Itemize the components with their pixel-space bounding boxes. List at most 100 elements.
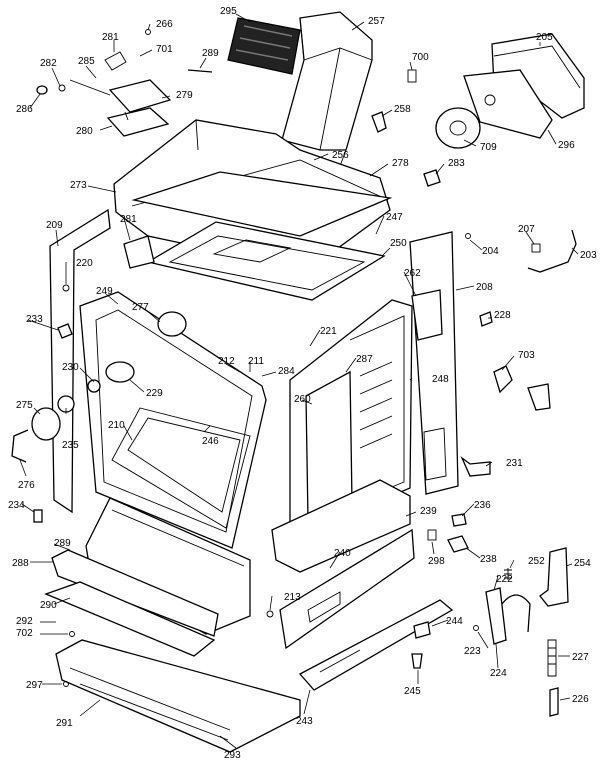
label-279: 279 bbox=[176, 90, 193, 101]
label-283: 283 bbox=[448, 158, 465, 169]
label-273: 273 bbox=[70, 180, 87, 191]
label-228: 228 bbox=[494, 310, 511, 321]
label-231: 231 bbox=[506, 458, 523, 469]
part-703-bracket bbox=[493, 365, 513, 394]
label-290: 290 bbox=[40, 600, 57, 611]
part-279-valve-assembly bbox=[69, 51, 172, 137]
part-bracket-right bbox=[527, 383, 551, 411]
part-228-clip bbox=[479, 311, 493, 327]
part-224-hook bbox=[501, 594, 531, 633]
label-266: 266 bbox=[156, 19, 173, 30]
label-702: 702 bbox=[16, 628, 33, 639]
part-282-screw bbox=[58, 84, 66, 92]
part-252-spring bbox=[504, 568, 512, 580]
part-296-rear-panel bbox=[463, 69, 553, 139]
part-275-lamp-cover bbox=[31, 407, 61, 441]
label-238: 238 bbox=[480, 554, 497, 565]
label-297: 297 bbox=[26, 680, 43, 691]
part-266-screw bbox=[145, 29, 151, 35]
label-257: 257 bbox=[368, 16, 385, 27]
part-233-clip bbox=[57, 323, 73, 339]
label-298: 298 bbox=[428, 556, 445, 567]
label-288: 288 bbox=[12, 558, 29, 569]
part-278-top-panel bbox=[131, 171, 393, 237]
label-291: 291 bbox=[56, 718, 73, 729]
label-244: 244 bbox=[446, 616, 463, 627]
label-203: 203 bbox=[580, 250, 597, 261]
label-286: 286 bbox=[16, 104, 33, 115]
label-246: 246 bbox=[202, 436, 219, 447]
part-709-round-plate bbox=[435, 107, 481, 149]
label-222: 222 bbox=[496, 574, 513, 585]
label-256: 256 bbox=[332, 150, 349, 161]
label-229: 229 bbox=[146, 388, 163, 399]
label-276: 276 bbox=[18, 480, 35, 491]
part-281-heat-shield bbox=[123, 235, 155, 269]
label-296: 296 bbox=[558, 140, 575, 151]
label-207: 207 bbox=[518, 224, 535, 235]
label-224: 224 bbox=[490, 668, 507, 679]
label-247: 247 bbox=[386, 212, 403, 223]
label-289b: 289 bbox=[54, 538, 71, 549]
label-243: 243 bbox=[296, 716, 313, 727]
part-702-screw bbox=[69, 631, 75, 637]
label-295: 295 bbox=[220, 6, 237, 17]
label-292: 292 bbox=[16, 616, 33, 627]
part-203-wire-harness bbox=[527, 229, 577, 273]
label-208: 208 bbox=[476, 282, 493, 293]
part-298-clip bbox=[427, 529, 437, 541]
label-205: 205 bbox=[536, 32, 553, 43]
part-289-rod bbox=[187, 69, 213, 73]
label-709: 709 bbox=[480, 142, 497, 153]
part-254-hinge bbox=[539, 547, 569, 607]
part-297-screw bbox=[63, 681, 69, 687]
label-221: 221 bbox=[320, 326, 337, 337]
label-213: 213 bbox=[284, 592, 301, 603]
part-207-clip bbox=[531, 243, 541, 253]
label-249: 249 bbox=[96, 286, 113, 297]
label-250: 250 bbox=[390, 238, 407, 249]
label-281a: 281 bbox=[102, 32, 119, 43]
label-262: 262 bbox=[404, 268, 421, 279]
label-212: 212 bbox=[218, 356, 235, 367]
part-labels: 266 295 257 205 281 701 289 700 282 285 … bbox=[8, 6, 597, 761]
label-701: 701 bbox=[156, 44, 173, 55]
part-oven-body bbox=[44, 208, 459, 753]
label-204: 204 bbox=[482, 246, 499, 257]
part-227-spring bbox=[547, 639, 557, 677]
part-700-clip bbox=[407, 69, 417, 83]
label-280: 280 bbox=[76, 126, 93, 137]
label-236: 236 bbox=[474, 500, 491, 511]
label-278: 278 bbox=[392, 158, 409, 169]
part-213-screw bbox=[266, 610, 274, 618]
part-295-insulation-pad bbox=[227, 17, 301, 75]
label-220: 220 bbox=[76, 258, 93, 269]
label-209: 209 bbox=[46, 220, 63, 231]
label-287: 287 bbox=[356, 354, 373, 365]
label-700: 700 bbox=[412, 52, 429, 63]
leader-lines bbox=[19, 13, 579, 749]
part-231-bracket bbox=[460, 455, 491, 477]
part-220-screw bbox=[62, 284, 70, 292]
part-258-clip bbox=[371, 111, 387, 133]
label-239: 239 bbox=[420, 506, 437, 517]
label-230: 230 bbox=[62, 362, 79, 373]
part-222-hinge-arm bbox=[485, 587, 507, 645]
label-289: 289 bbox=[202, 48, 219, 59]
part-257-vent-duct bbox=[281, 11, 373, 167]
label-233: 233 bbox=[26, 314, 43, 325]
label-211: 211 bbox=[248, 356, 264, 367]
part-244-clip bbox=[413, 621, 431, 639]
part-234-clip bbox=[33, 509, 43, 523]
label-277: 277 bbox=[132, 302, 149, 313]
label-284: 284 bbox=[278, 366, 295, 377]
part-226-link bbox=[549, 687, 559, 717]
label-226: 226 bbox=[572, 694, 589, 705]
label-223: 223 bbox=[464, 646, 481, 657]
label-281b: 281 bbox=[120, 214, 137, 225]
part-238-connector bbox=[447, 535, 469, 553]
part-229-ring bbox=[105, 361, 135, 383]
part-230-lamp-socket bbox=[87, 379, 101, 393]
